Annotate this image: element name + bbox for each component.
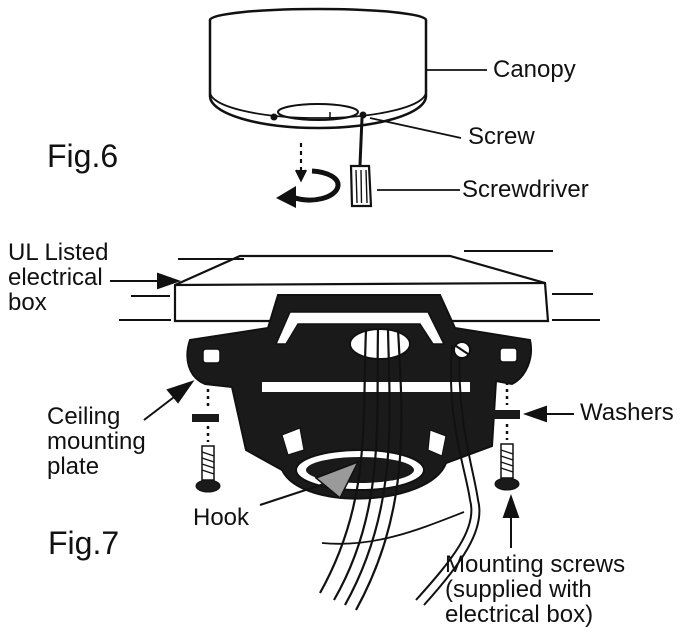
ceiling-lines <box>119 250 600 321</box>
fig7-pointer-arrows <box>110 272 574 548</box>
ceiling-plate-label-line2: mounting <box>47 428 146 455</box>
fig6-title: Fig.6 <box>47 138 119 174</box>
mounting-screws-label-line3: electrical box) <box>445 601 594 628</box>
electrical-box-label-line1: UL Listed <box>8 239 109 266</box>
electrical-box-label-line2: electrical <box>8 264 103 291</box>
ceiling-plate-label-line3: plate <box>47 453 100 480</box>
dashed-arrow-icon <box>295 143 307 183</box>
canopy-drawing <box>208 7 428 130</box>
hook-arrow-icon <box>259 460 360 506</box>
right-washer <box>493 410 520 419</box>
canopy-label: Canopy <box>493 56 576 83</box>
electrical-box-label-line3: box <box>8 289 47 316</box>
left-washer <box>192 414 219 422</box>
mounting-screws-label-line1: Mounting screws <box>445 551 626 578</box>
mounting-screws-label-line2: (supplied with <box>445 576 592 603</box>
screwdriver-icon <box>349 117 373 208</box>
knockout-hole <box>349 328 411 360</box>
screw-label: Screw <box>468 123 535 150</box>
electrical-box-drawing <box>173 254 550 323</box>
ground-screw-icon <box>453 341 471 359</box>
fig7-title: Fig.7 <box>48 525 120 561</box>
canopy-screw-heads <box>270 111 367 121</box>
ceiling-plate-label-line1: Ceiling <box>47 403 121 430</box>
hook-label: Hook <box>193 504 250 531</box>
rotate-arrow-icon <box>276 168 341 208</box>
ceiling-mounting-plate <box>186 294 532 500</box>
left-mounting-screw <box>195 382 221 493</box>
washers-label: Washers <box>580 399 674 426</box>
electrical-wires <box>319 329 481 611</box>
right-mounting-screw <box>494 382 520 491</box>
fig6-leaders <box>369 69 487 191</box>
screwdriver-label: Screwdriver <box>462 176 589 203</box>
